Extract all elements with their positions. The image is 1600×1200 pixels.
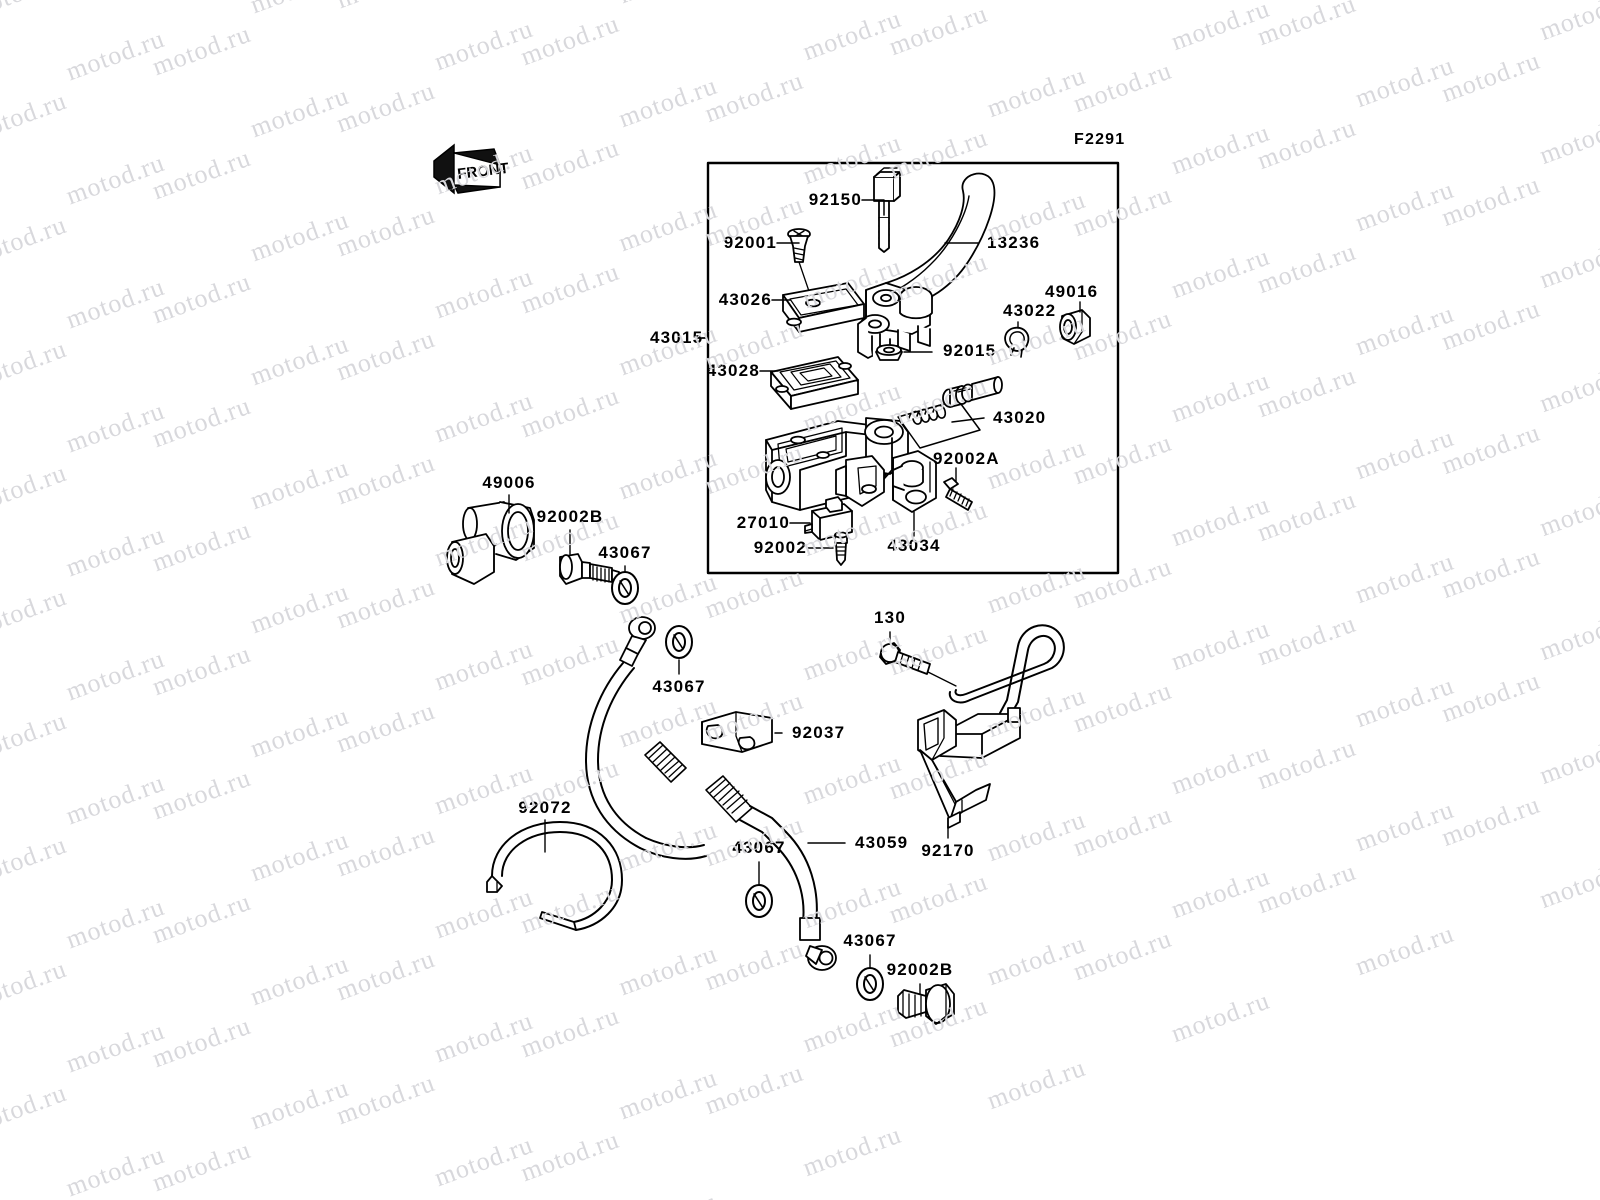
callout-49006: 49006 — [482, 473, 536, 492]
callout-43067-1: 43067 — [598, 543, 652, 562]
callout-92037: 92037 — [792, 723, 846, 742]
callout-43067-2: 43067 — [652, 677, 706, 696]
part-92015-nut — [875, 344, 903, 361]
part-43067-washer-3 — [745, 884, 773, 918]
svg-text:FRONT: FRONT — [456, 160, 509, 183]
part-92002B-bolt-upper — [559, 553, 620, 585]
part-43028-diaphragm — [770, 356, 859, 410]
callout-43020: 43020 — [993, 408, 1047, 427]
callout-43015: 43015 — [650, 328, 704, 347]
part-92002-bolt — [834, 531, 848, 566]
callout-43028: 43028 — [706, 361, 760, 380]
part-130-bolt — [879, 642, 931, 675]
part-27010-switch — [804, 496, 853, 541]
callout-92001: 92001 — [723, 233, 777, 252]
callout-92002A: 92002A — [933, 449, 1000, 468]
part-43015-body — [765, 417, 909, 511]
part-92002B-bolt-lower — [897, 983, 955, 1025]
callout-92015: 92015 — [943, 341, 997, 360]
part-43067-washer-4 — [856, 967, 884, 1001]
leader-130-to-bracket — [927, 671, 957, 687]
callout-27010: 27010 — [736, 513, 790, 532]
part-43067-washer-1 — [611, 571, 639, 605]
callout-43067-4: 43067 — [843, 931, 897, 950]
part-92170-bracket — [917, 624, 1065, 829]
part-43026-cap — [782, 282, 865, 333]
callout-130: 130 — [874, 608, 906, 627]
callout-43026: 43026 — [718, 290, 772, 309]
part-43022-snapring — [1004, 326, 1030, 358]
callout-13236: 13236 — [987, 233, 1041, 252]
part-13236-lever — [857, 172, 996, 359]
part-49016-dustcap — [1059, 309, 1091, 345]
callout-43059: 43059 — [855, 833, 909, 852]
leader-43020 — [951, 417, 985, 423]
part-43067-washer-2 — [665, 625, 693, 659]
callout-92002B-upper: 92002B — [536, 507, 604, 526]
part-92072-cabletie — [486, 821, 623, 931]
callout-92002: 92002 — [753, 538, 807, 557]
part-43034-holder — [892, 450, 937, 513]
callout-43067-3: 43067 — [732, 838, 786, 857]
part-49006-joint — [446, 501, 535, 585]
callout-92170: 92170 — [921, 841, 975, 860]
callout-92150: 92150 — [808, 190, 862, 209]
part-43059-hose — [585, 616, 837, 971]
callout-43022: 43022 — [1003, 301, 1057, 320]
part-43020-piston — [897, 376, 1003, 449]
front-orientation-marker: FRONT — [430, 143, 510, 210]
callout-92002B-lower: 92002B — [886, 960, 954, 979]
callout-43034: 43034 — [887, 536, 941, 555]
callout-49016: 49016 — [1045, 282, 1099, 301]
part-92002A-bolt — [943, 477, 973, 511]
part-92037-clamp — [701, 711, 773, 753]
diagram-id: F2291 — [1074, 131, 1126, 148]
leader-92150 — [861, 199, 885, 216]
callout-92072: 92072 — [518, 798, 572, 817]
